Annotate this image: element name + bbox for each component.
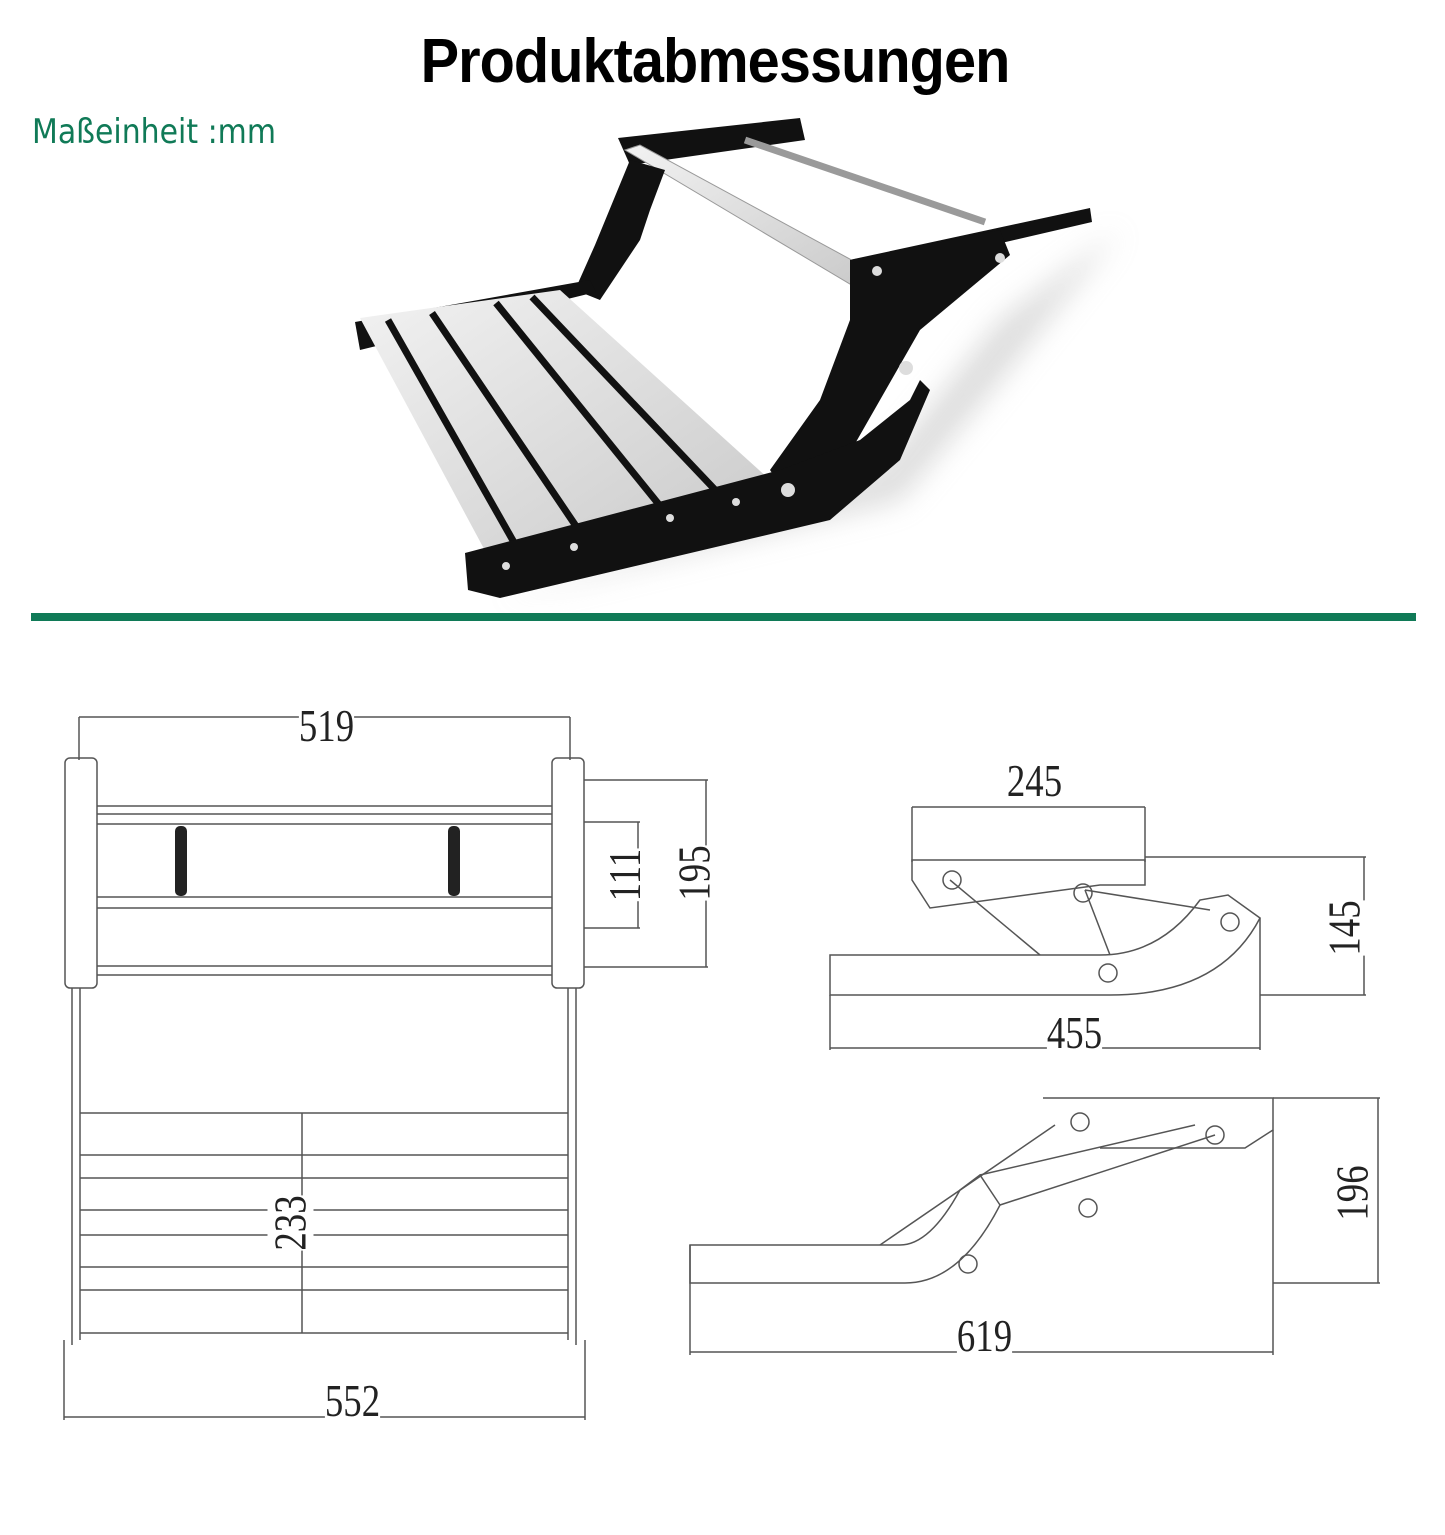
side-view-extended-drawing bbox=[689, 1097, 1380, 1355]
front-view-drawing bbox=[63, 716, 708, 1420]
side-view-folded-drawing bbox=[829, 806, 1366, 1050]
dim-extended-length: 619 bbox=[956, 1310, 1013, 1361]
dim-extended-height: 196 bbox=[1326, 1165, 1378, 1221]
page-title: Produktabmessungen bbox=[420, 27, 1011, 96]
unit-label: Maßeinheit :mm bbox=[32, 112, 276, 152]
dim-bracket-outer: 195 bbox=[668, 845, 720, 901]
product-photo bbox=[355, 118, 1120, 600]
dim-top-width: 519 bbox=[298, 700, 355, 751]
dim-tread-depth: 233 bbox=[264, 1195, 316, 1251]
dim-bracket-inner: 111 bbox=[598, 848, 650, 902]
dim-folded-length: 455 bbox=[1046, 1007, 1103, 1058]
dim-folded-height: 145 bbox=[1318, 900, 1370, 956]
section-divider bbox=[31, 613, 1416, 621]
dim-overall-width: 552 bbox=[324, 1375, 381, 1426]
dim-bracket-length: 245 bbox=[1006, 755, 1063, 806]
